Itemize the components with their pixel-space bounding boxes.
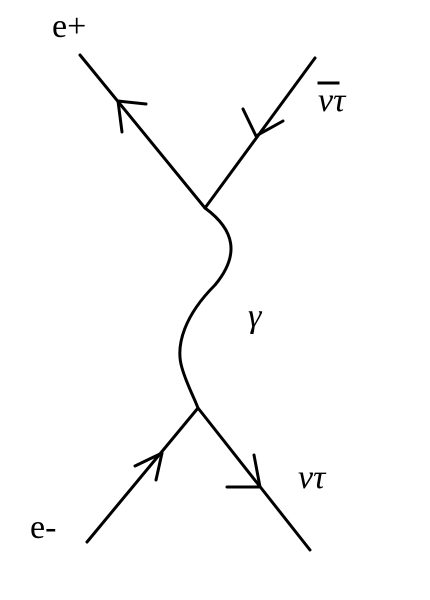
- tau-antineutrino-label: ντ: [318, 82, 347, 119]
- tau-antineutrino-arrow: [241, 107, 285, 138]
- tau-neutrino-line: [196, 406, 312, 552]
- electron-arrow: [133, 451, 164, 482]
- photon-label: γ: [248, 298, 263, 335]
- tau-neutrino-label: ντ: [298, 459, 327, 496]
- electron-label: e-: [30, 509, 56, 546]
- positron-line: [78, 53, 207, 210]
- positron-arrow: [116, 99, 148, 134]
- tau-neutrino-arrow: [225, 453, 262, 489]
- photon-propagator: [178, 206, 233, 410]
- electron-line: [85, 406, 200, 544]
- positron-label: e+: [52, 8, 86, 45]
